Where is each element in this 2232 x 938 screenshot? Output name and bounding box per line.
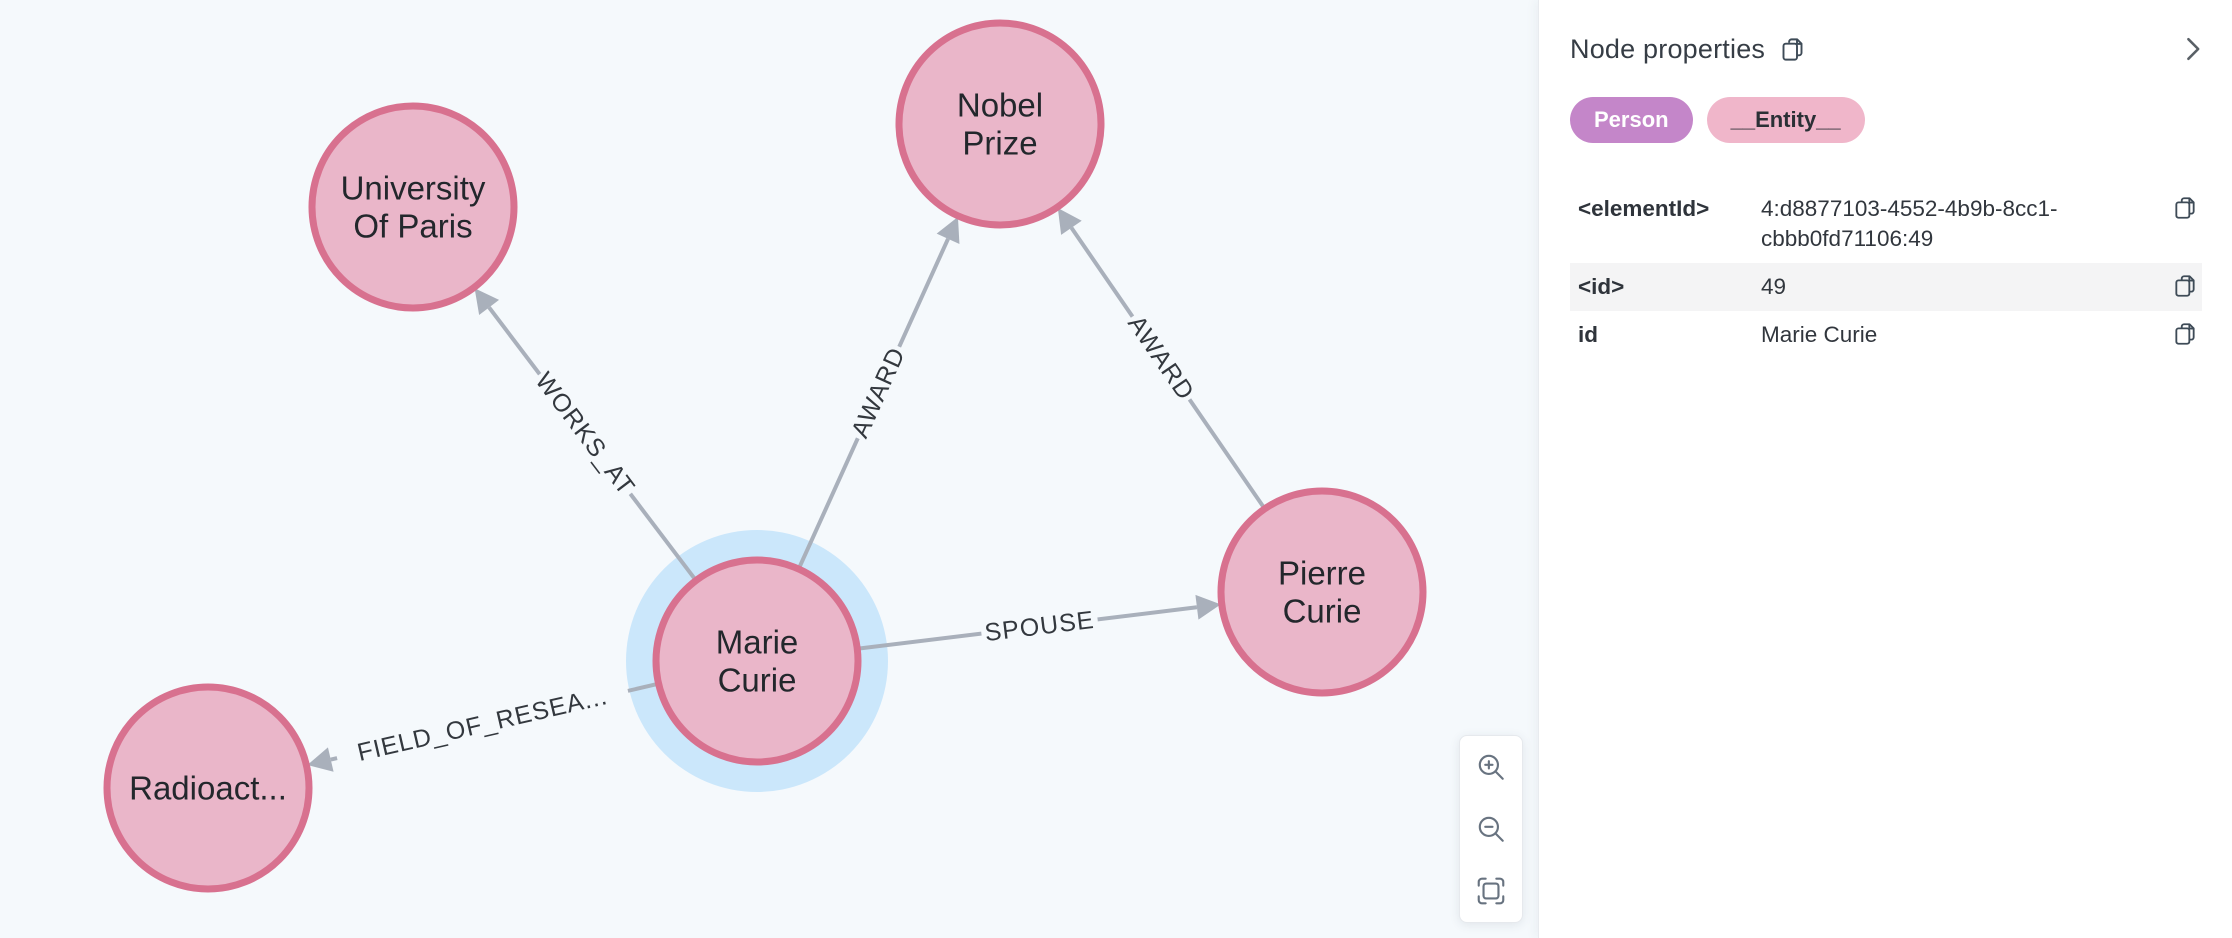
node-label-badge[interactable]: __Entity__ xyxy=(1706,97,1865,143)
node-circle[interactable] xyxy=(308,102,518,312)
graph-edge-field-of-resea[interactable]: FIELD_OF_RESEA... xyxy=(307,675,659,774)
edge-label-background xyxy=(526,364,644,504)
edge-label-background xyxy=(979,603,1100,650)
copy-icon xyxy=(2175,197,2195,219)
property-value: 49 xyxy=(1761,274,1787,299)
collapse-panel-button[interactable] xyxy=(2178,34,2208,67)
properties-table: <elementId> 4:d8877103-4552-4b9b-8cc1-cbb… xyxy=(1570,185,2202,359)
chevron-right-icon xyxy=(2187,37,2200,61)
property-row: <id> 49 xyxy=(1570,263,2202,311)
node-label: University xyxy=(341,170,486,207)
property-value: 4:d8877103-4552-4b9b-8cc1-cbbb0fd71106:4… xyxy=(1761,196,2058,251)
zoom-out-icon xyxy=(1478,816,1504,842)
node-label-badges: Person __Entity__ xyxy=(1570,97,2202,143)
node-circle[interactable] xyxy=(103,683,313,893)
node-label: Prize xyxy=(962,125,1037,162)
edge-label[interactable]: FIELD_OF_RESEA... xyxy=(355,682,611,767)
copy-property-button[interactable] xyxy=(2172,195,2198,221)
node-label-badge[interactable]: Person xyxy=(1570,97,1693,143)
edge-arrowhead xyxy=(936,216,960,244)
property-key: <id> xyxy=(1578,274,1625,299)
copy-all-properties-button[interactable] xyxy=(1779,36,1806,63)
edge-arrowhead xyxy=(1057,208,1082,235)
zoom-out-button[interactable] xyxy=(1475,813,1507,845)
graph-svg[interactable]: WORKS_AT AWARD AWARD SPOUSE FIELD_OF_RESEA..… xyxy=(0,0,1538,938)
zoom-in-icon xyxy=(1478,754,1504,780)
graph-edge-works-at[interactable]: WORKS_AT xyxy=(474,288,697,581)
property-key: id xyxy=(1578,322,1598,347)
graph-edge-award[interactable]: AWARD xyxy=(1057,208,1266,510)
copy-property-button[interactable] xyxy=(2172,321,2198,347)
panel-header: Node properties xyxy=(1570,34,2202,65)
edge-label-background xyxy=(333,675,632,774)
fit-view-icon xyxy=(1477,877,1505,905)
graph-edge-award[interactable]: AWARD xyxy=(797,216,960,569)
graph-node-radioactivity[interactable]: Radioact... xyxy=(103,683,313,893)
zoom-toolbar xyxy=(1459,735,1523,923)
panel-title: Node properties xyxy=(1570,34,1766,64)
copy-icon xyxy=(2175,275,2195,297)
edge-label[interactable]: AWARD xyxy=(1122,310,1200,405)
node-circle[interactable] xyxy=(652,556,862,766)
node-properties-panel: Node properties Person __Entity__ <elemen… xyxy=(1538,0,2232,938)
copy-icon xyxy=(2175,323,2195,345)
node-label: Nobel xyxy=(957,87,1043,124)
node-label: Pierre xyxy=(1278,555,1366,592)
property-row: id Marie Curie xyxy=(1570,311,2202,359)
edge-label[interactable]: WORKS_AT xyxy=(530,367,641,501)
edge-arrowhead xyxy=(474,288,500,315)
property-key: <elementId> xyxy=(1578,196,1710,221)
fit-view-button[interactable] xyxy=(1475,875,1507,907)
node-label: Radioact... xyxy=(129,770,287,807)
node-label: Curie xyxy=(1283,593,1362,630)
zoom-in-button[interactable] xyxy=(1475,751,1507,783)
edge-label-background xyxy=(1119,307,1203,409)
edge-arrowhead xyxy=(1195,594,1221,620)
edge-label-background xyxy=(843,340,914,445)
node-label: Marie xyxy=(716,624,799,661)
node-label: Of Paris xyxy=(353,208,472,245)
node-label: Curie xyxy=(718,662,797,699)
property-value: Marie Curie xyxy=(1761,322,1878,347)
property-row: <elementId> 4:d8877103-4552-4b9b-8cc1-cbb… xyxy=(1570,185,2202,263)
copy-icon xyxy=(1782,38,1803,61)
graph-edge-spouse[interactable]: SPOUSE xyxy=(858,594,1221,651)
node-circle[interactable] xyxy=(1217,487,1427,697)
copy-property-button[interactable] xyxy=(2172,273,2198,299)
node-circle[interactable] xyxy=(895,19,1105,229)
graph-canvas[interactable]: WORKS_AT AWARD AWARD SPOUSE FIELD_OF_RESEA..… xyxy=(0,0,1538,938)
edge-arrowhead xyxy=(307,747,334,772)
